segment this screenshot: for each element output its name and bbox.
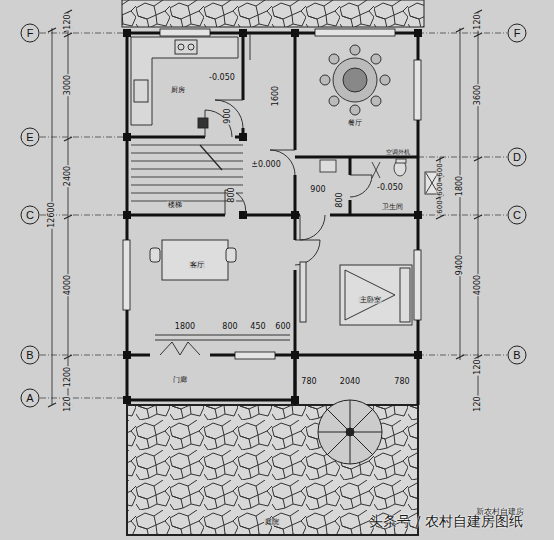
dimension-label: 800 — [336, 191, 344, 208]
watermark: 头条号 / 农村自建房图纸 — [368, 514, 524, 528]
dimension-label: 900 — [309, 186, 326, 194]
dimension-label: 800 — [221, 323, 238, 331]
room-name: 客厅 — [189, 262, 205, 269]
watermark: 新农村自建房 — [475, 508, 525, 516]
axis-label: F — [513, 28, 522, 39]
dimension-label: 1600 — [272, 85, 280, 107]
dimension-label: 2400 — [64, 165, 72, 187]
dimension-label: 600 — [437, 181, 444, 196]
dimension-label: 4000 — [64, 274, 72, 296]
room-name: 庭院 — [264, 519, 280, 526]
dimension-label: 9400 — [456, 254, 464, 276]
dimension-label: -0.050 — [208, 74, 236, 82]
dimension-label: 120 — [474, 395, 482, 412]
axis-label: B — [25, 350, 34, 361]
room-name: 餐厅 — [347, 120, 363, 127]
dimension-label: 120 — [474, 13, 482, 30]
dimension-label: 12600 — [48, 201, 56, 228]
dimension-label: 600 — [437, 199, 444, 214]
room-name: 厨房 — [170, 87, 186, 94]
dimension-label: 800 — [228, 186, 236, 203]
dimension-label: 600 — [437, 162, 444, 177]
dimension-label: 3000 — [64, 74, 72, 96]
room-name: 门廊 — [172, 377, 188, 384]
dimension-label: 450 — [249, 323, 266, 331]
dimension-label: 780 — [393, 378, 410, 386]
room-name: 卫生间 — [381, 204, 404, 211]
dimension-label: 2040 — [339, 378, 361, 386]
axis-label: E — [25, 132, 34, 143]
dimension-label: 1800 — [174, 323, 196, 331]
dimension-label: 4000 — [474, 274, 482, 296]
dimension-label: 3600 — [474, 84, 482, 106]
dimension-label: 120 — [64, 395, 72, 412]
room-name: 主卧室 — [359, 297, 382, 304]
dimension-label: 900 — [224, 107, 232, 124]
dimension-label: 600 — [274, 323, 291, 331]
axis-label: D — [512, 152, 522, 163]
room-name: 楼梯 — [167, 202, 183, 209]
dimension-label: ±0.000 — [250, 161, 282, 169]
axis-label: C — [512, 210, 522, 221]
dimension-label: -0.050 — [376, 184, 404, 192]
dimension-label: 1800 — [456, 175, 464, 197]
axis-label: F — [26, 28, 35, 39]
dimension-label: 780 — [300, 378, 317, 386]
equipment-note: 空调外机 — [385, 149, 411, 155]
axis-label: A — [25, 393, 34, 404]
dimension-label: 1200 — [64, 366, 72, 388]
dimension-label: 120 — [64, 13, 72, 30]
axis-label: C — [25, 210, 35, 221]
axis-label: B — [512, 350, 521, 361]
dimension-label: 120 — [474, 358, 482, 375]
